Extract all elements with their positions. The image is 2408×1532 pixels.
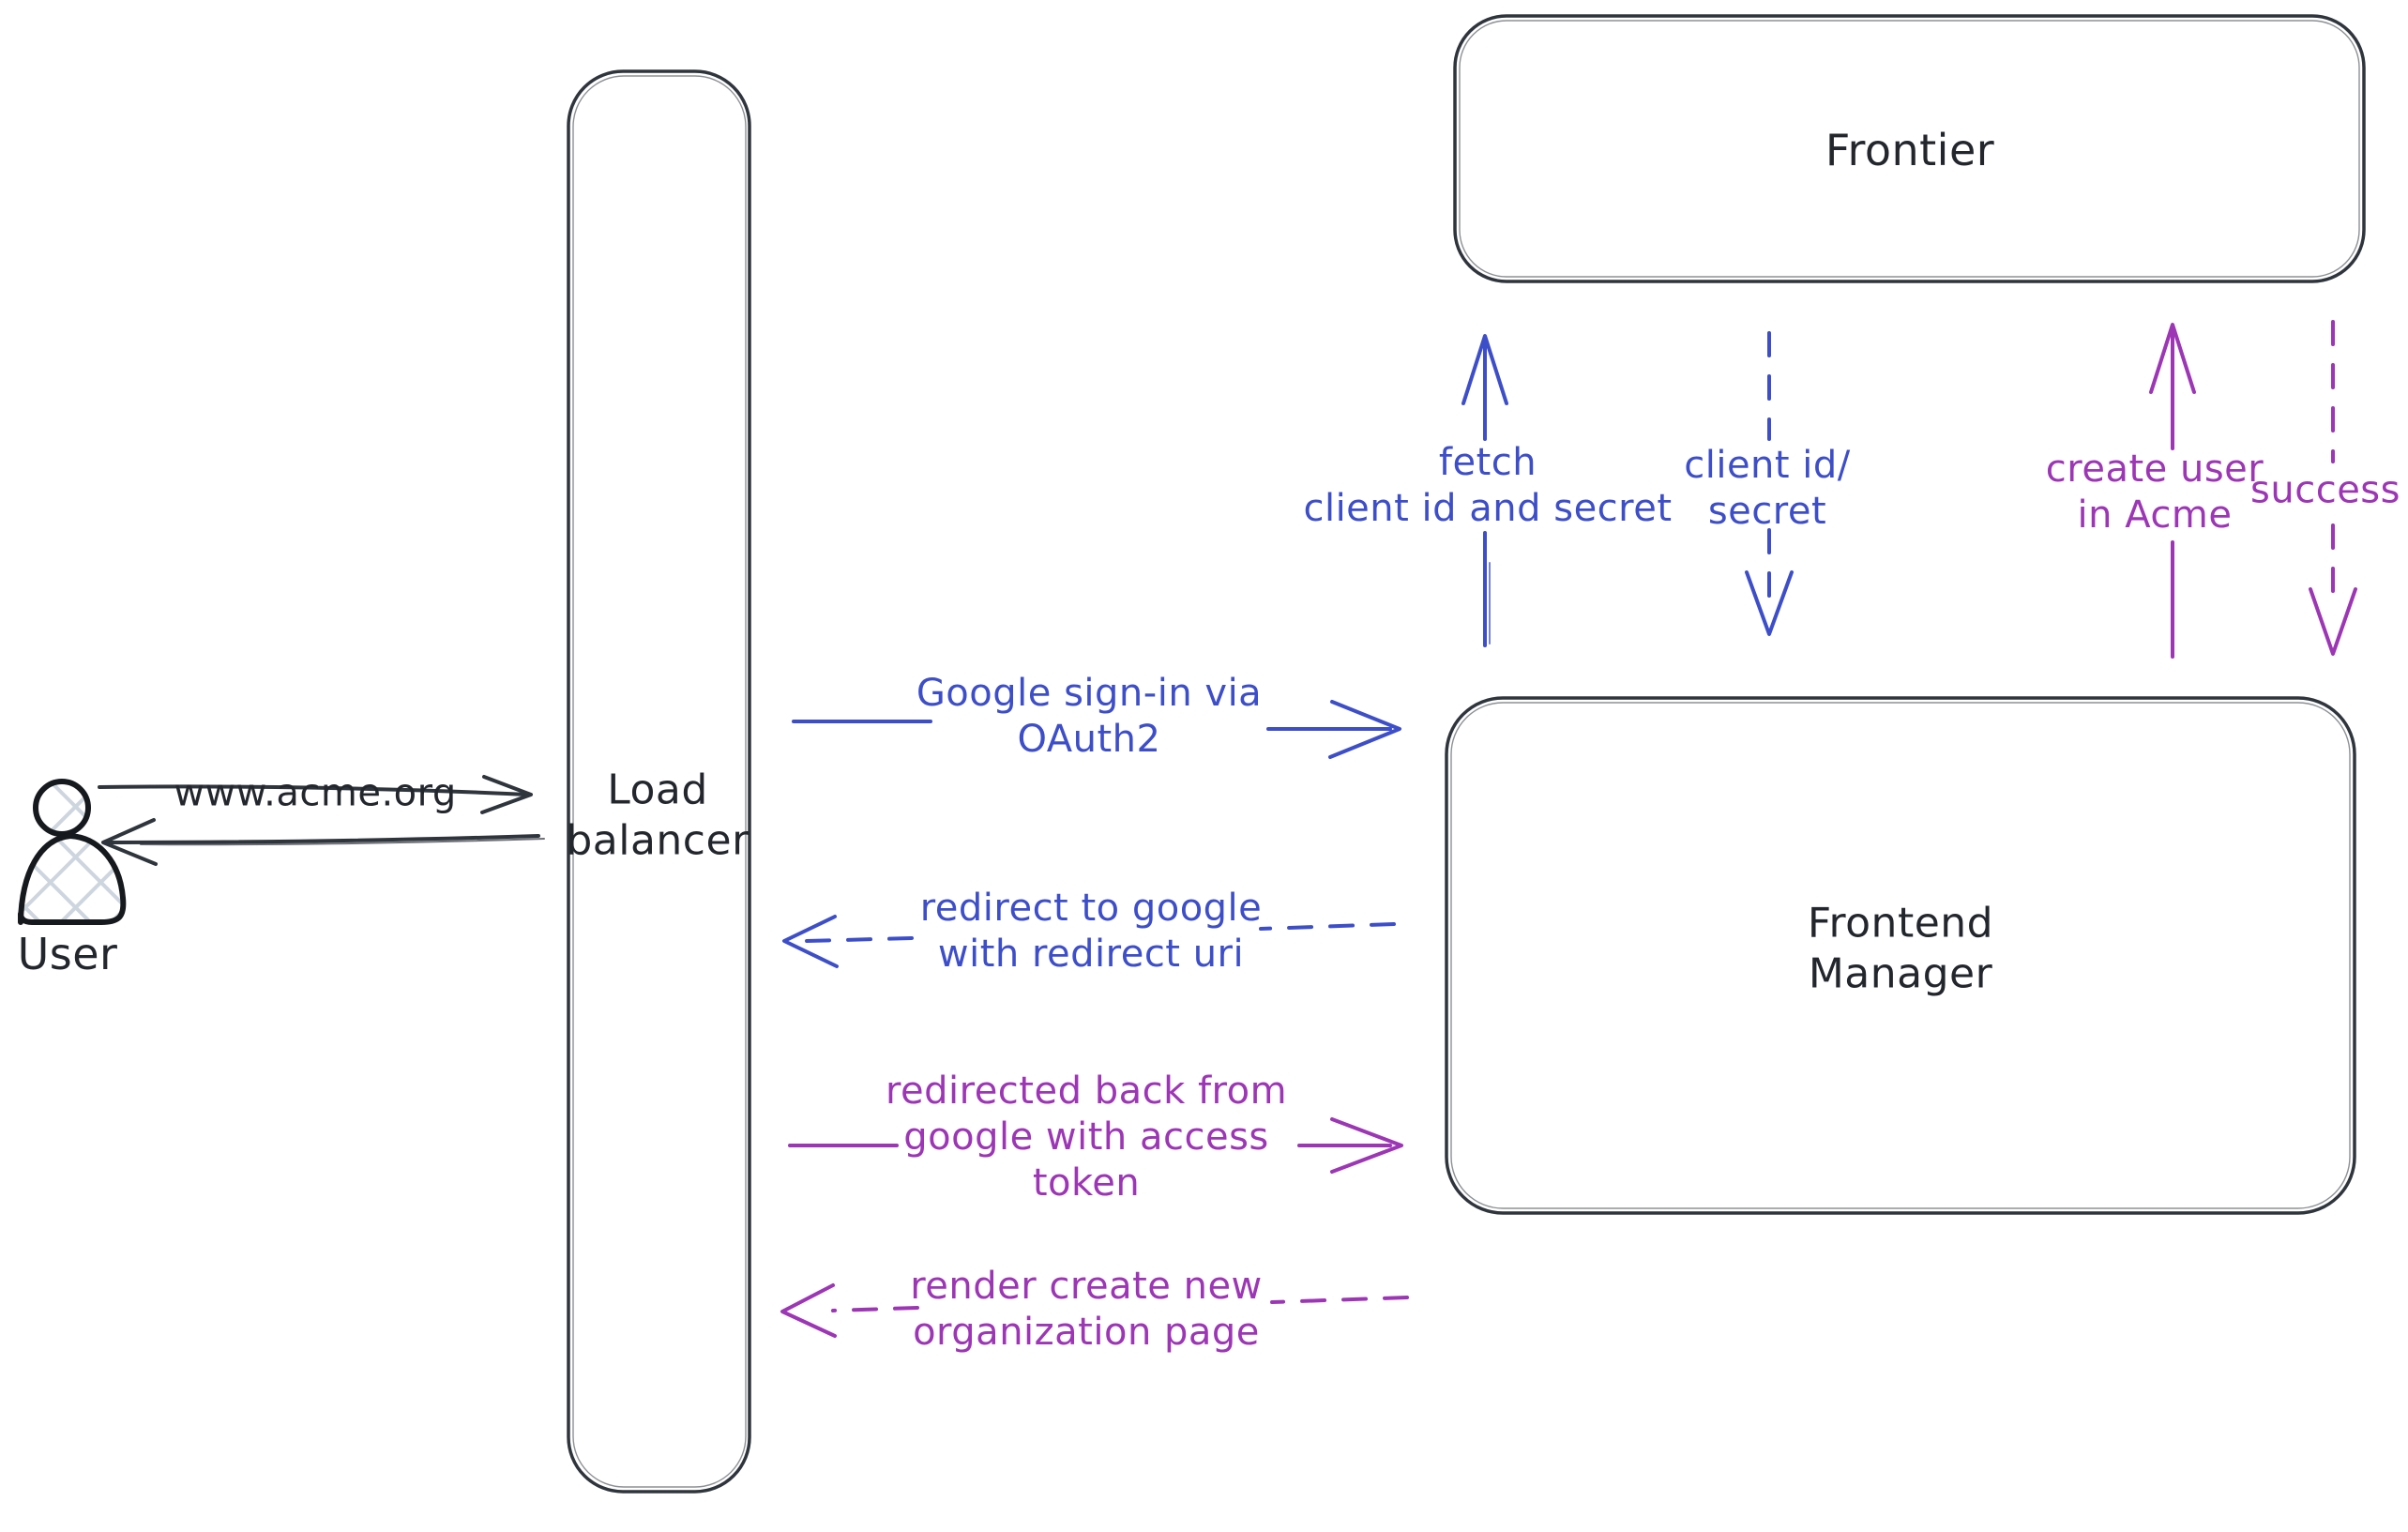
user-icon: [18, 779, 127, 925]
render-page-arrow: [780, 1283, 1409, 1338]
redirected-back-arrow: [788, 1117, 1403, 1174]
frontend-manager-box: [1445, 696, 2356, 1215]
google-signin-arrow: [792, 700, 1401, 759]
success-arrow: [2309, 320, 2357, 656]
client-id-secret-arrow: [1745, 331, 1794, 636]
load-balancer-box: [567, 69, 751, 1494]
create-user-arrow: [2149, 323, 2196, 659]
frontier-box: [1453, 14, 2366, 283]
user-to-loadbalancer-arrow: [98, 775, 533, 814]
redirect-to-google-arrow: [782, 915, 1396, 968]
fetch-secret-arrow: [1461, 334, 1508, 647]
loadbalancer-to-user-arrow: [101, 818, 545, 866]
